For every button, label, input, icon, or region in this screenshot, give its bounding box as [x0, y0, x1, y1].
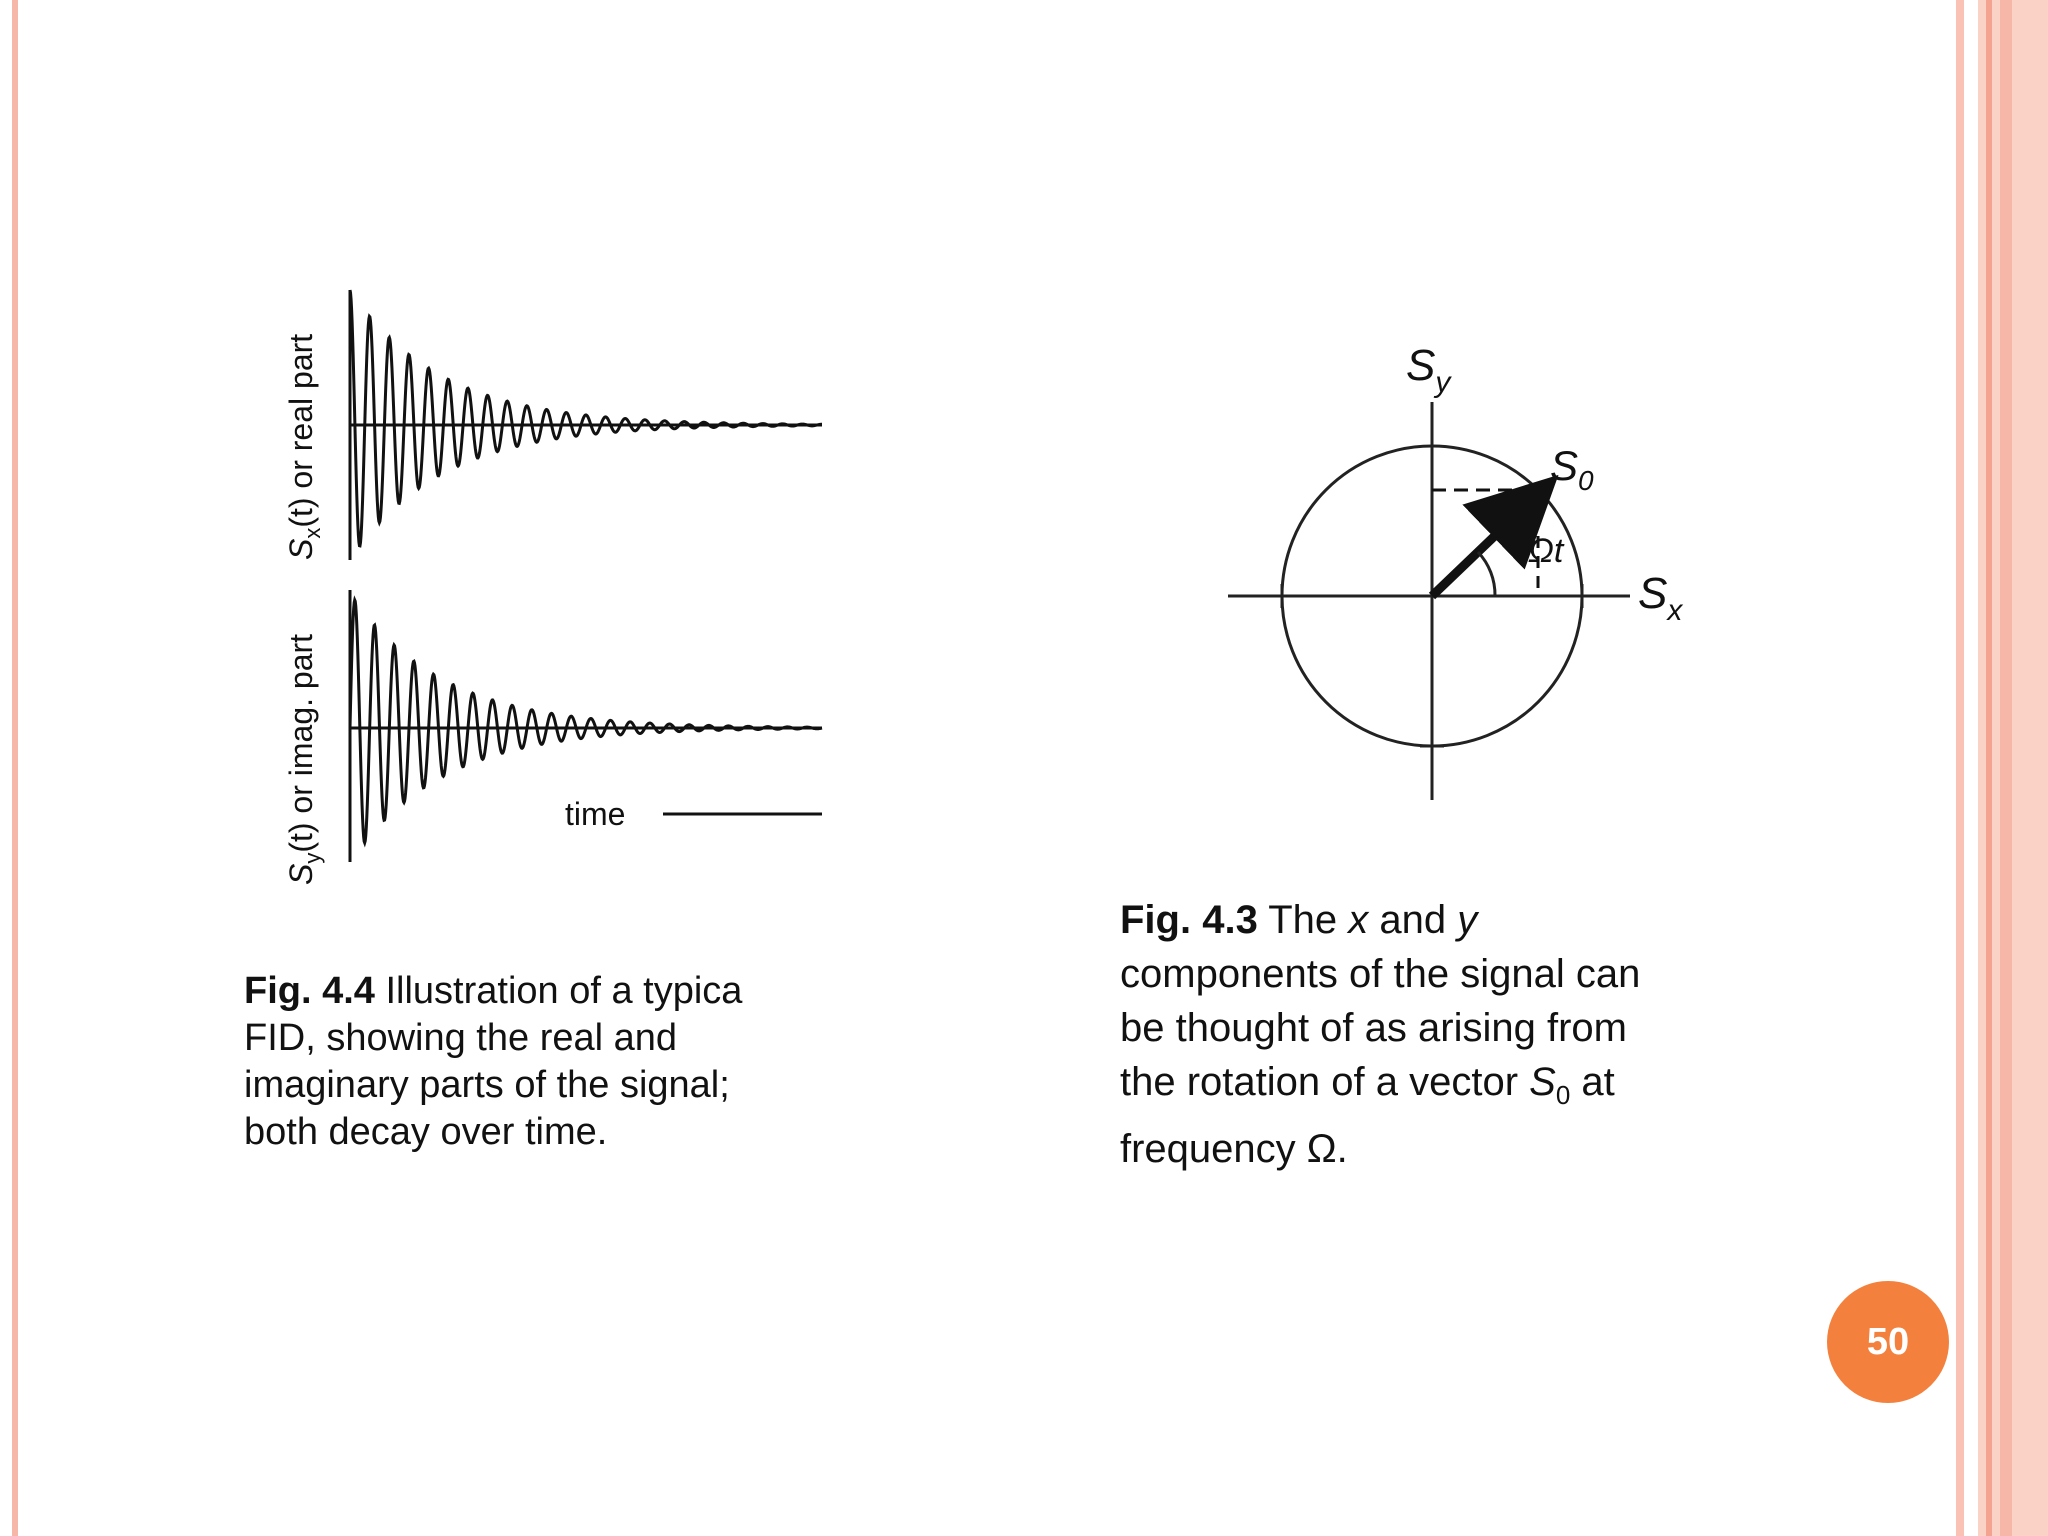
fig43-caption-line-1: Fig. 4.3 The x and y: [1120, 898, 1478, 942]
slide-number: 50: [1866, 1320, 1910, 1363]
fig44-caption-line-2: FID, showing the real and: [244, 1017, 678, 1059]
fig43-caption-line-4: the rotation of a vector S0 at: [1120, 1060, 1615, 1110]
s0-vector: [1428, 474, 1559, 600]
fig43-caption-line-3: be thought of as arising from: [1120, 1006, 1627, 1050]
omega-t-arc: [1476, 550, 1497, 597]
fig44-caption-line-3: imaginary parts of the signal;: [244, 1064, 730, 1106]
fid-real-ylabel: Sx(t) or real part: [283, 334, 325, 560]
fig43-caption-line-5: frequency Ω.: [1120, 1127, 1348, 1171]
fid-imag-ylabel: Sy(t) or imag. part: [283, 634, 325, 885]
fig43-caption-label: Fig. 4.3: [1120, 898, 1258, 942]
omega-t-label: Ωt: [1528, 532, 1565, 570]
sx-axis-label: Sx: [1638, 569, 1683, 627]
slide-number-badge: 50: [1827, 1281, 1949, 1403]
fig44-caption: Fig. 4.4 Illustration of a typica FID, s…: [244, 968, 824, 1156]
sy-axis-label: Sy: [1406, 341, 1452, 399]
fig43-caption-line-2: components of the signal can: [1120, 952, 1641, 996]
fig43-caption: Fig. 4.3 The x and y components of the s…: [1120, 893, 1720, 1176]
vector-figure: Sy Sx S0 Ωt: [1228, 341, 1683, 800]
right-border-line-2: [2000, 0, 2012, 1536]
fig44-caption-line-4: both decay over time.: [244, 1111, 608, 1153]
right-border-stripe: [1956, 0, 1964, 1536]
right-border-line: [1986, 0, 1992, 1536]
left-border-stripe: [12, 0, 18, 1536]
fig44-caption-line-1: Fig. 4.4 Illustration of a typica: [244, 970, 743, 1012]
fid-real-wave: [348, 289, 822, 548]
fid-imag-wave: [348, 595, 823, 848]
s0-vector-label: S0: [1550, 442, 1594, 496]
fid-time-label: time: [565, 796, 625, 832]
fid-figure: Sx(t) or real part Sy(t) or imag. part t…: [283, 289, 823, 885]
fig44-caption-label: Fig. 4.4: [244, 970, 375, 1012]
